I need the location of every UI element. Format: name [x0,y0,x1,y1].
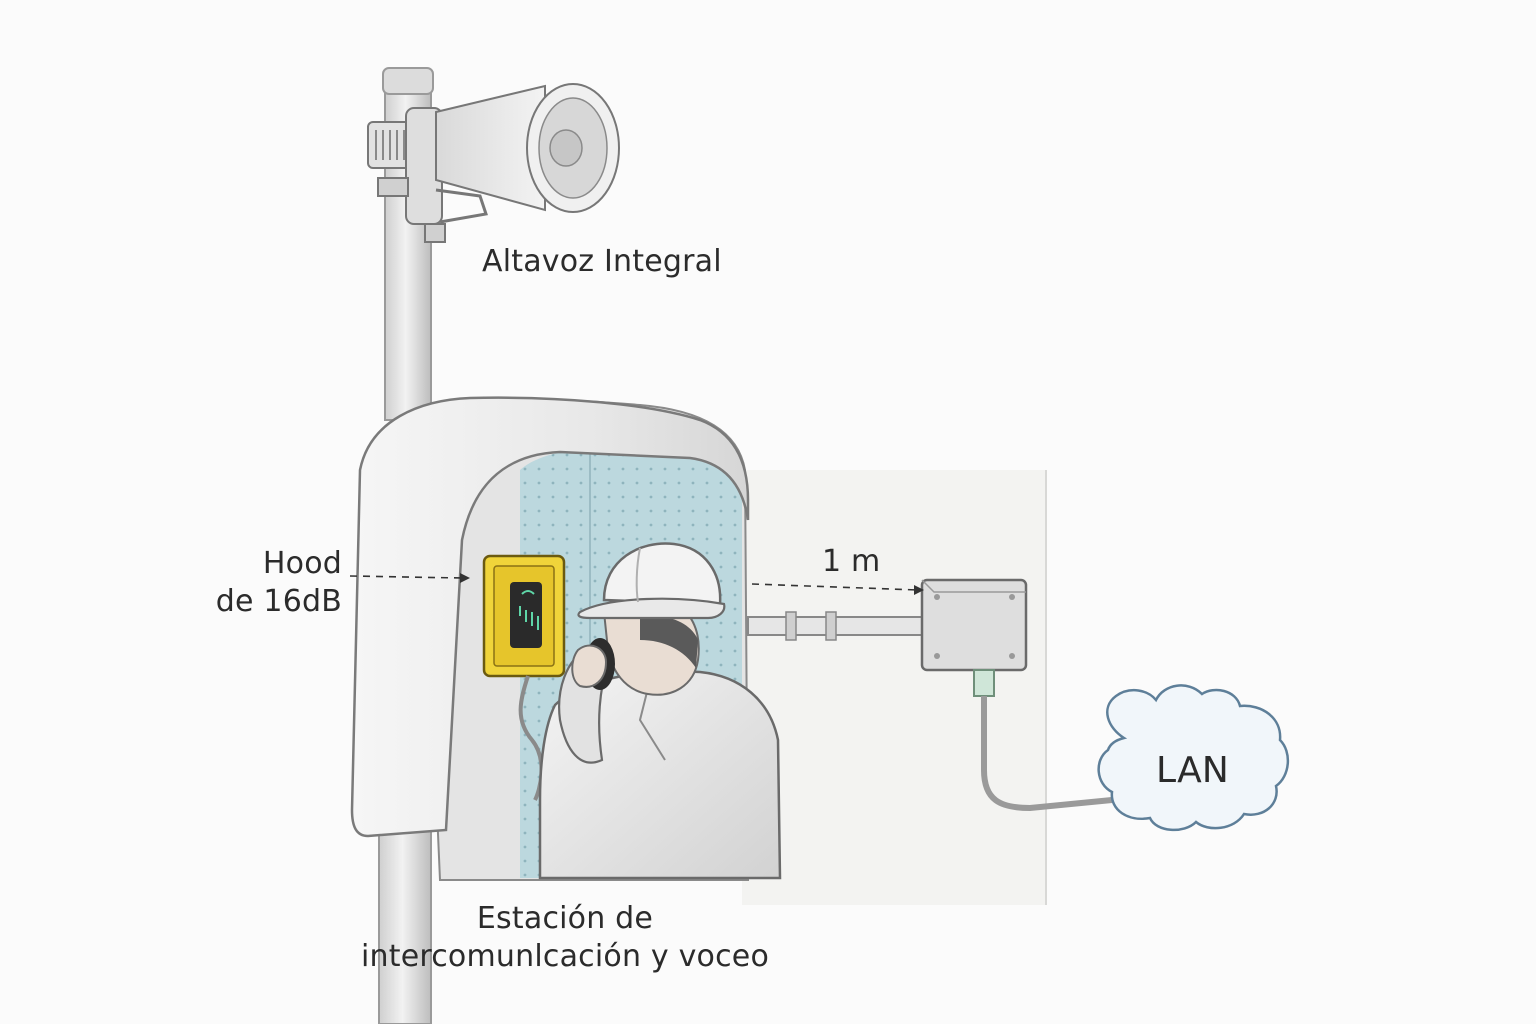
station-label-line1: Estación de [476,901,654,936]
leader-lines [349,575,919,591]
station-label-line2: intercomunlcación y voceo [361,938,769,974]
distance-label: 1 m [822,544,881,579]
arrowhead-hood [460,573,470,583]
lan-cable [981,696,1113,812]
hood-label-line2: de 16dB [215,583,342,619]
hood-label-line1: Hood [262,546,342,581]
wall [742,470,1047,905]
intercom-phone-icon [482,554,566,801]
junction-box-icon [920,578,1028,697]
conduit [747,611,925,641]
arrowhead-box [914,585,924,595]
station-label: Estación de intercomunlcación y voceo [355,900,775,975]
horn-speaker-icon [367,83,620,243]
cloud-icon [1097,684,1289,831]
hood-label: Hood de 16dB [208,545,342,620]
lan-label: LAN [1156,750,1230,791]
speaker-label: Altavoz Integral [482,244,722,279]
worker-with-hardhat [538,542,782,880]
